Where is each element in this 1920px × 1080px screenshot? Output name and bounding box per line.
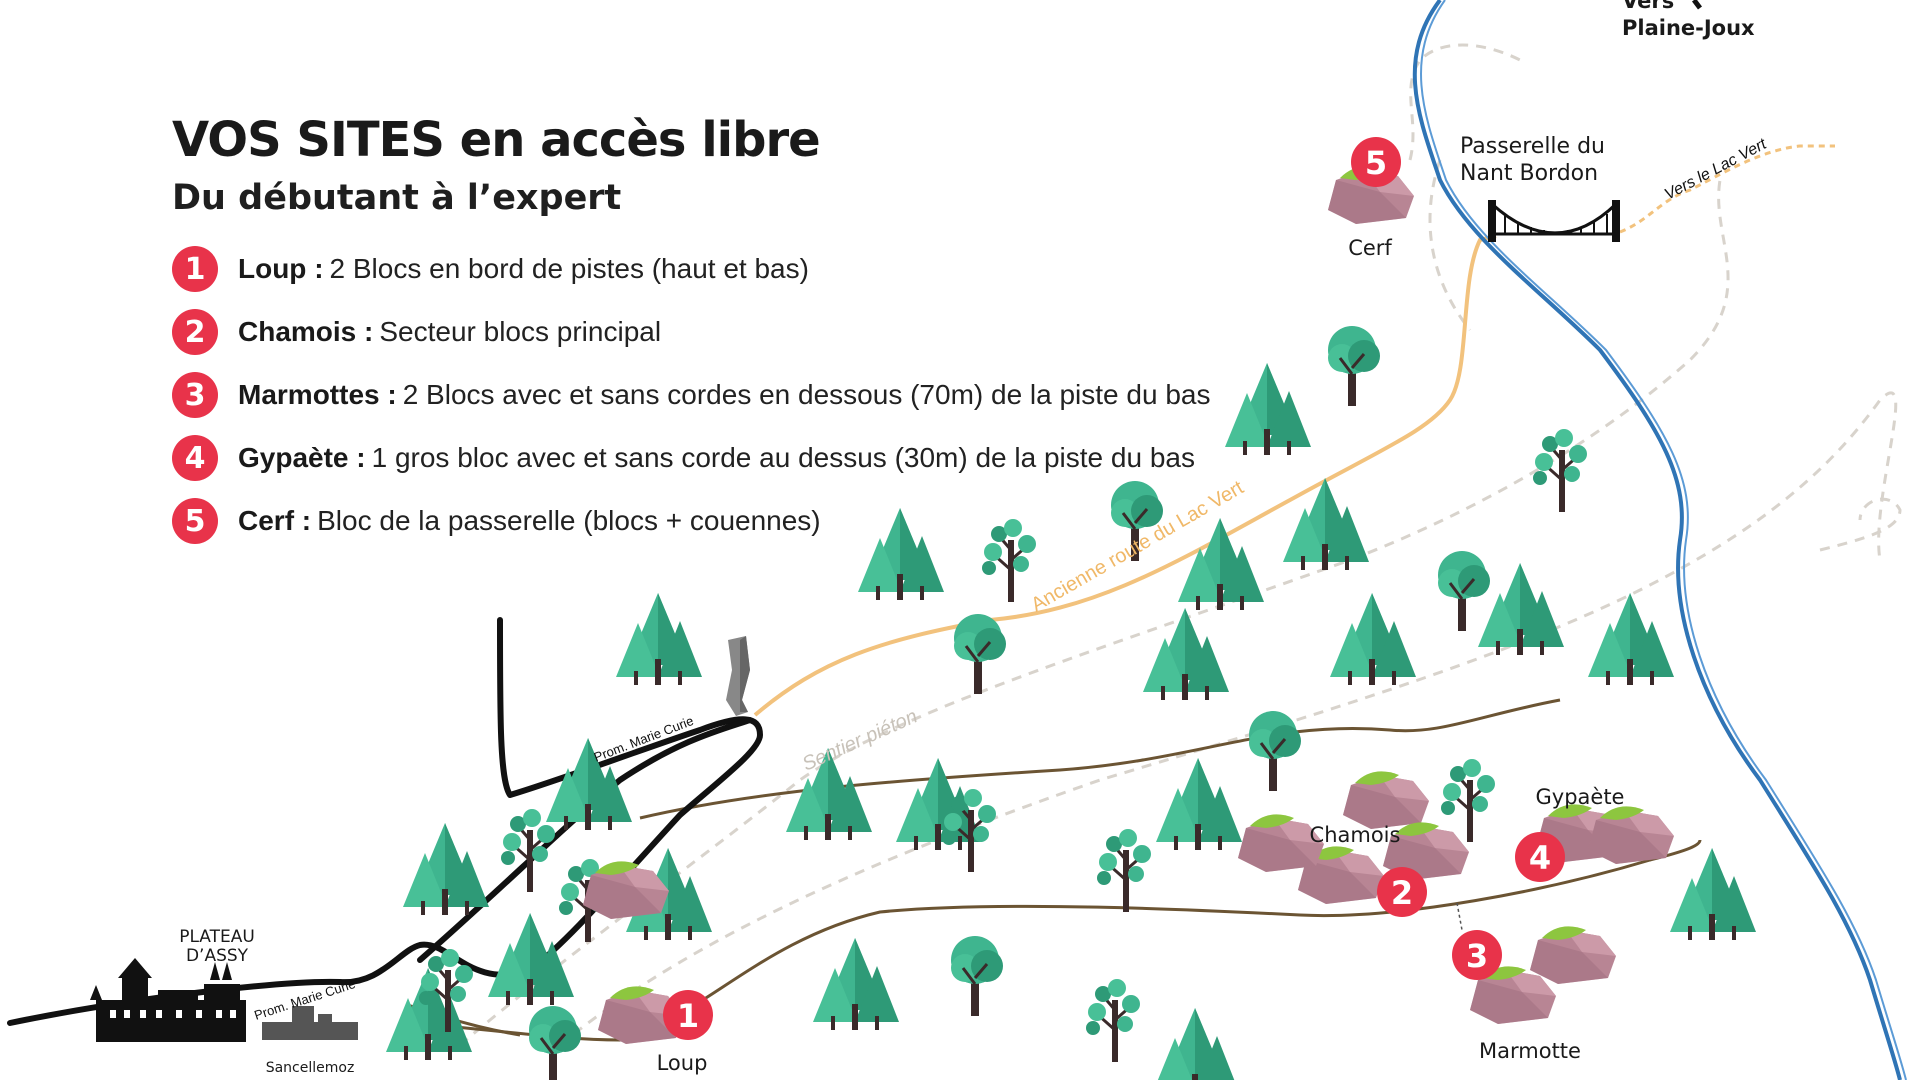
plateau-label-line2: D’ASSY (186, 946, 249, 966)
legend-item-desc: 2 Blocs en bord de pistes (haut et bas) (329, 253, 809, 284)
route-label-sentier: Sentier piéton (799, 705, 921, 775)
site-pin-3-number: 3 (1466, 937, 1488, 975)
legend-item-name: Chamois : (238, 316, 374, 347)
site-pin-4-number: 4 (1529, 839, 1551, 877)
plateau-label-line1: PLATEAU (179, 927, 255, 947)
legend-item-desc: Secteur blocs principal (379, 316, 662, 347)
site-pin-5[interactable]: 5 (1351, 137, 1401, 187)
legend-item-loup[interactable]: 1 Loup : 2 Blocs en bord de pistes (haut… (172, 246, 1322, 292)
legend-panel: VOS SITES en accès libre Du débutant à l… (172, 112, 1322, 561)
site-pin-2-number: 2 (1391, 874, 1413, 912)
sancellemoz-icon (262, 1006, 358, 1040)
legend-item-desc: 1 gros bloc avec et sans corde au dessus… (371, 442, 1195, 473)
legend-item-name: Loup : (238, 253, 324, 284)
legend-item-marmottes[interactable]: 3 Marmottes : 2 Blocs avec et sans corde… (172, 372, 1322, 418)
site-pin-1-number: 1 (677, 997, 699, 1035)
legend-item-desc: 2 Blocs avec et sans cordes en dessous (… (402, 379, 1211, 410)
legend-item-name: Gypaète : (238, 442, 366, 473)
site-label-cerf: Cerf (1348, 236, 1392, 260)
legend-badge: 4 (172, 435, 218, 481)
village-icon (90, 958, 246, 1042)
site-pin-2[interactable]: 2 (1377, 867, 1427, 917)
legend-item-chamois[interactable]: 2 Chamois : Secteur blocs principal (172, 309, 1322, 355)
site-label-gypaete: Gypaète (1536, 785, 1625, 809)
legend-item-gypaete[interactable]: 4 Gypaète : 1 gros bloc avec et sans cor… (172, 435, 1322, 481)
site-label-marmotte: Marmotte (1479, 1039, 1581, 1063)
passerelle-bridge (1488, 200, 1620, 242)
legend-item-cerf[interactable]: 5 Cerf : Bloc de la passerelle (blocs + … (172, 498, 1322, 544)
legend-badge: 3 (172, 372, 218, 418)
plaine-joux-label: Plaine-Joux (1622, 16, 1755, 40)
legend-badge: 5 (172, 498, 218, 544)
legend-item-name: Cerf : (238, 505, 312, 536)
vers-label: Vers (1622, 0, 1674, 13)
site-label-chamois: Chamois (1310, 823, 1401, 847)
legend-badge: 2 (172, 309, 218, 355)
legend-item-name: Marmottes : (238, 379, 397, 410)
site-pin-4[interactable]: 4 (1515, 832, 1565, 882)
site-label-loup: Loup (657, 1051, 708, 1075)
site-pin-5-number: 5 (1365, 144, 1387, 182)
legend-subtitle: Du débutant à l’expert (172, 178, 622, 218)
legend-title: VOS SITES en accès libre (172, 112, 821, 168)
legend-item-desc: Bloc de la passerelle (blocs + couennes) (317, 505, 821, 536)
rock-spire (726, 636, 750, 716)
site-pin-3[interactable]: 3 (1452, 930, 1502, 980)
passerelle-label-line1: Passerelle du (1460, 134, 1605, 159)
sancellemoz-label: Sancellemoz (266, 1060, 355, 1076)
passerelle-label-line2: Nant Bordon (1460, 161, 1598, 186)
legend-badge: 1 (172, 246, 218, 292)
site-pin-1[interactable]: 1 (663, 990, 713, 1040)
route-label-vers-lac-vert: Vers le Lac Vert (1662, 135, 1770, 203)
